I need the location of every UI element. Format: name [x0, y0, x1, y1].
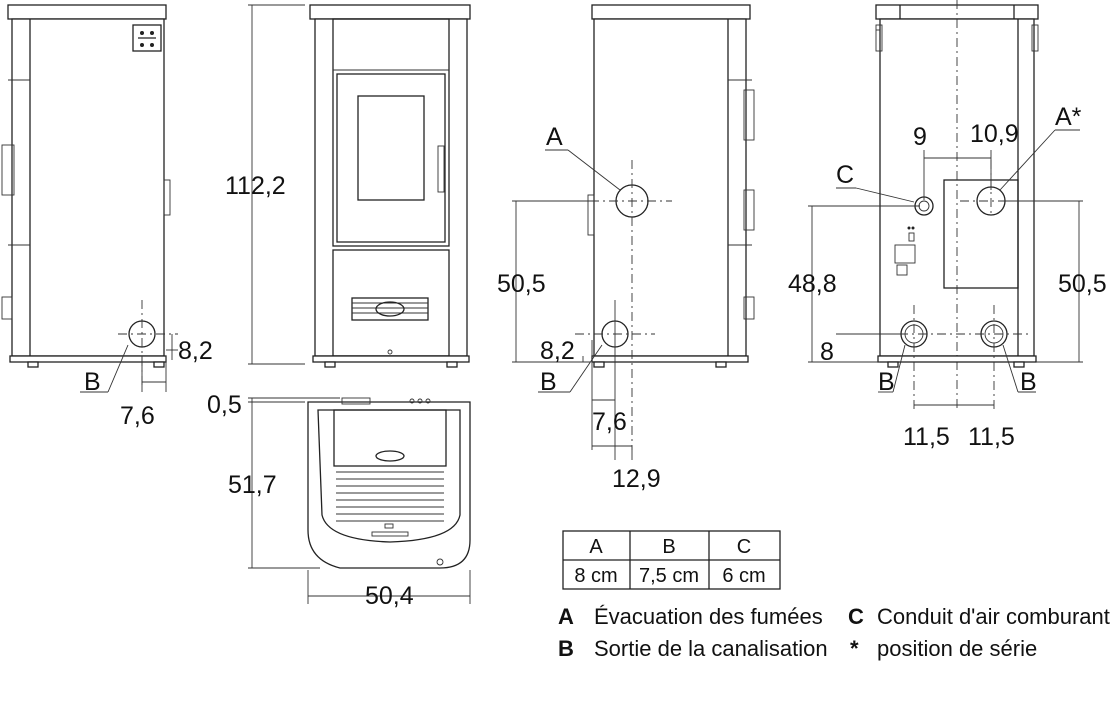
- legend-key-c: C: [848, 604, 864, 629]
- label-b-back-left: B: [878, 368, 895, 396]
- legend-key-b: B: [558, 636, 574, 661]
- dim-back-height-b: 8: [820, 338, 834, 366]
- dim-back-b-right: 11,5: [968, 423, 1015, 451]
- dim-side-right-flue: 50,5: [497, 270, 546, 298]
- table-header-a: A: [589, 536, 603, 558]
- legend-key-star: *: [850, 636, 859, 661]
- dim-side-right-depth-a: 7,6: [592, 408, 627, 436]
- dim-back-height-c: 48,8: [788, 270, 837, 298]
- dim-top-depth: 51,7: [228, 471, 277, 499]
- dim-top-gap: 0,5: [207, 391, 242, 419]
- dim-side-left-depth: 7,6: [120, 402, 155, 430]
- table-header-c: C: [737, 536, 751, 558]
- dim-side-left-offset: 8,2: [178, 337, 213, 365]
- top-view: 0,5 51,7 50,4: [207, 391, 471, 610]
- dim-back-height-a: 50,5: [1058, 270, 1107, 298]
- dim-side-right-depth-b: 12,9: [612, 465, 661, 493]
- label-a-back: A*: [1055, 103, 1082, 131]
- table-value-a: 8 cm: [574, 565, 617, 587]
- front-view: 112,2: [225, 4, 471, 368]
- legend-text-a: Évacuation des fumées: [594, 604, 823, 629]
- label-b-right: B: [540, 368, 557, 396]
- dim-back-a: 10,9: [970, 120, 1019, 148]
- dim-front-height: 112,2: [225, 172, 286, 200]
- table-header-b: B: [662, 536, 675, 558]
- dim-back-c: 9: [913, 123, 927, 151]
- dim-side-right-offset: 8,2: [540, 337, 575, 365]
- legend-key-a: A: [558, 604, 574, 629]
- legend-text-b: Sortie de la canalisation: [594, 636, 828, 661]
- dim-back-b-left: 11,5: [903, 423, 950, 451]
- legend-text-c: Conduit d'air comburant: [877, 604, 1110, 629]
- table-value-c: 6 cm: [722, 565, 765, 587]
- label-b-back-right: B: [1020, 368, 1037, 396]
- diameter-table: A B C 8 cm 7,5 cm 6 cm: [562, 530, 781, 590]
- legend: A Évacuation des fumées B Sortie de la c…: [558, 604, 1110, 661]
- label-a-right: A: [546, 123, 563, 151]
- table-value-b: 7,5 cm: [639, 565, 699, 587]
- dim-top-width: 50,4: [365, 582, 414, 610]
- legend-text-star: position de série: [877, 636, 1037, 661]
- label-b-left: B: [84, 368, 101, 396]
- left-side-view: 8,2 7,6 B: [1, 4, 213, 430]
- back-view: C A* 9 10,9 48,8 8 50,5: [788, 0, 1107, 451]
- right-side-view: A 50,5 8,2 B 7,6 12,9: [497, 4, 755, 493]
- label-c-back: C: [836, 161, 854, 189]
